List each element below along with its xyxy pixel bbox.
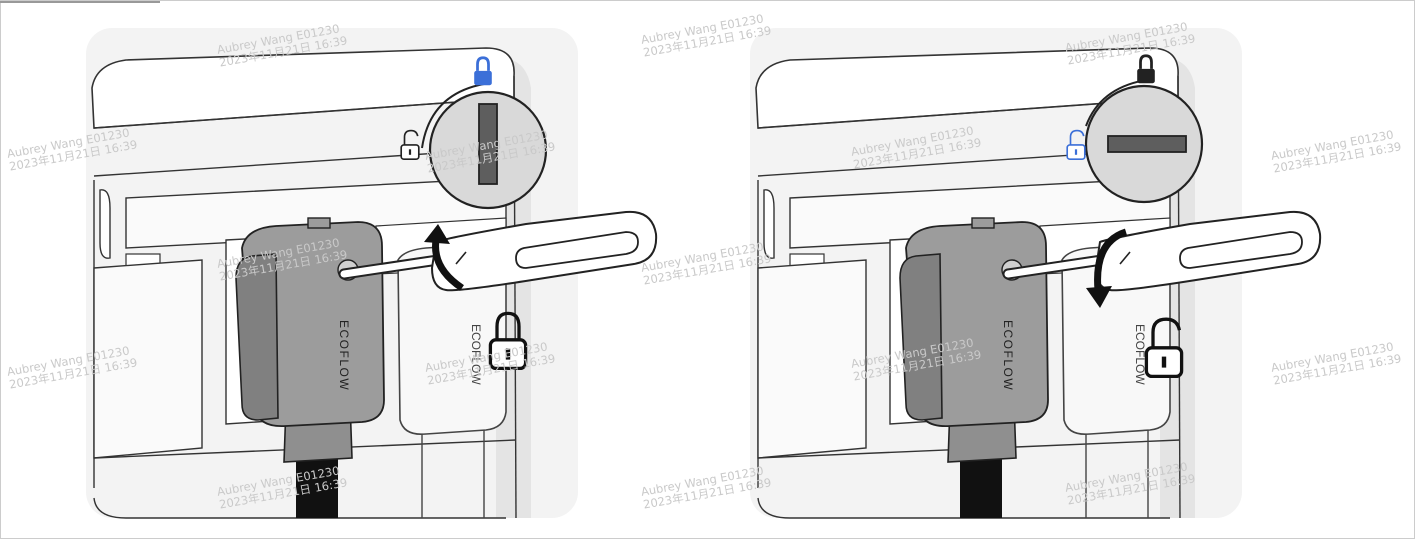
dial-slot (1108, 136, 1186, 152)
panel-unlock (750, 28, 1320, 518)
panel-lock (86, 28, 656, 518)
dial-slot (479, 104, 497, 184)
